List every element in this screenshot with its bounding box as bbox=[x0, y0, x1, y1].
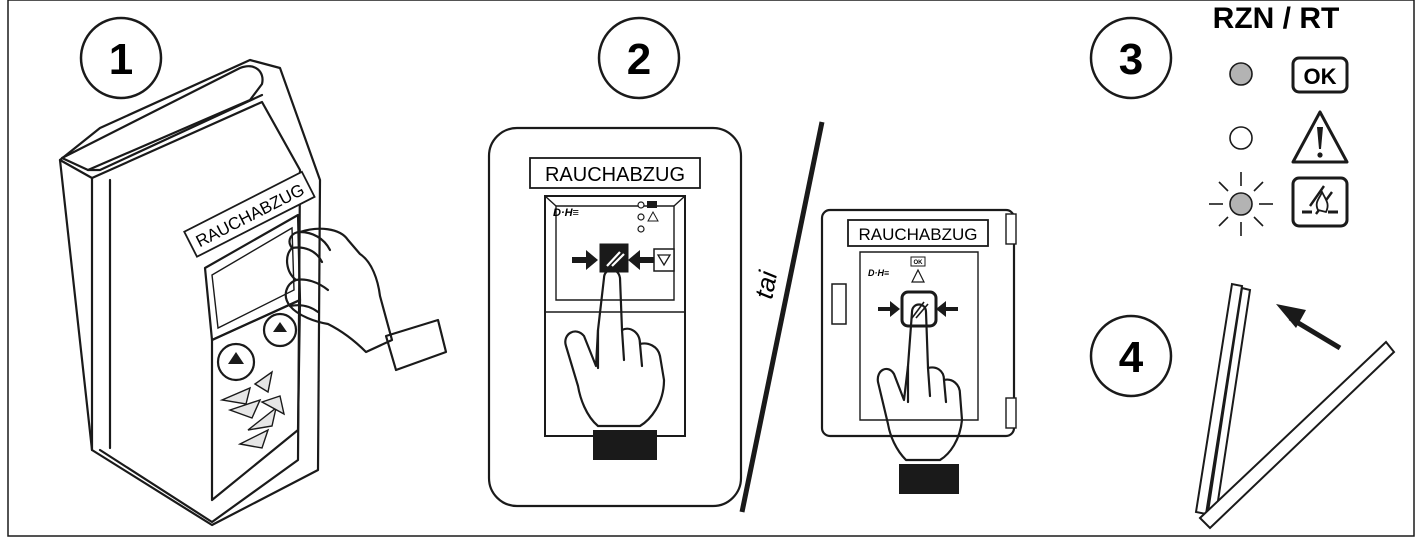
step-4-circle bbox=[1089, 314, 1173, 398]
insert-arrow-icon bbox=[1276, 304, 1342, 351]
step-1-circle bbox=[79, 16, 163, 100]
step-3-circle bbox=[1089, 16, 1173, 100]
led-empty bbox=[1229, 126, 1253, 150]
or-divider bbox=[739, 121, 825, 513]
ok-small-badge bbox=[910, 256, 926, 267]
device-large-label: RAUCHABZUG bbox=[545, 164, 685, 186]
led-blinking bbox=[1209, 172, 1273, 236]
ok-label: OK bbox=[1304, 64, 1337, 89]
step-2-circle bbox=[597, 16, 681, 100]
device-small-label: RAUCHABZUG bbox=[858, 225, 977, 244]
device-large-label-plate bbox=[529, 157, 701, 189]
brand-small: D·H≡ bbox=[868, 268, 889, 278]
panel3-title: RZN / RT bbox=[1213, 2, 1340, 35]
reset-button-large[interactable] bbox=[653, 248, 675, 272]
box-outline bbox=[58, 58, 322, 527]
led-grey-filled bbox=[1229, 62, 1253, 86]
window-inner-top bbox=[555, 205, 675, 301]
step-2-number: 2 bbox=[627, 35, 651, 84]
panel-1: 1 RAUCHABZUG bbox=[58, 16, 448, 527]
top-rail-edge bbox=[86, 93, 264, 172]
ok-icon bbox=[1291, 56, 1349, 94]
fire-icon bbox=[1291, 176, 1349, 228]
device-small-slot bbox=[831, 283, 847, 325]
push-button-left[interactable] bbox=[216, 342, 256, 382]
device-small-hinge-bottom bbox=[1005, 397, 1017, 429]
step-1-number: 1 bbox=[109, 35, 133, 84]
cuff-small bbox=[899, 464, 959, 494]
device-large-window bbox=[544, 195, 686, 437]
glass-shards bbox=[219, 370, 286, 449]
arrow-right-small-icon bbox=[878, 301, 900, 317]
panel-3: 3 RZN / RT OK bbox=[1089, 2, 1349, 236]
panel-2: 2 RAUCHABZUG D·H≡ tai bbox=[487, 16, 1017, 513]
warning-icon bbox=[1291, 110, 1349, 164]
arrow-left-small-icon bbox=[936, 301, 958, 317]
hand-pressing-large bbox=[564, 268, 666, 460]
panel-4: 4 bbox=[1089, 282, 1396, 530]
step-3-number: 3 bbox=[1119, 35, 1143, 84]
push-button-right[interactable] bbox=[262, 312, 298, 348]
brand-large: D·H≡ bbox=[553, 207, 579, 219]
device-small-label-plate bbox=[847, 219, 989, 247]
hand-breaking-glass bbox=[284, 227, 448, 372]
lower-front bbox=[210, 298, 302, 502]
trigger-flame-icon bbox=[606, 251, 625, 267]
hand-pressing-small bbox=[876, 303, 964, 494]
step-4-number: 4 bbox=[1119, 333, 1144, 382]
device-small-window bbox=[859, 251, 979, 421]
arrow-right-icon bbox=[572, 250, 598, 270]
device-small-hinge-top bbox=[1005, 213, 1017, 245]
replacement-glass-pane bbox=[1194, 282, 1396, 530]
reset-triangle-icon bbox=[656, 254, 672, 267]
ok-small-text: OK bbox=[914, 260, 924, 266]
box-top-rail bbox=[60, 65, 264, 172]
warning-small-icon bbox=[911, 268, 925, 283]
arrow-left-icon bbox=[628, 250, 654, 270]
status-leds-large bbox=[637, 201, 659, 233]
cuff-large bbox=[593, 430, 657, 460]
window-bevel-lines bbox=[544, 195, 686, 313]
glass-inner bbox=[211, 226, 295, 330]
